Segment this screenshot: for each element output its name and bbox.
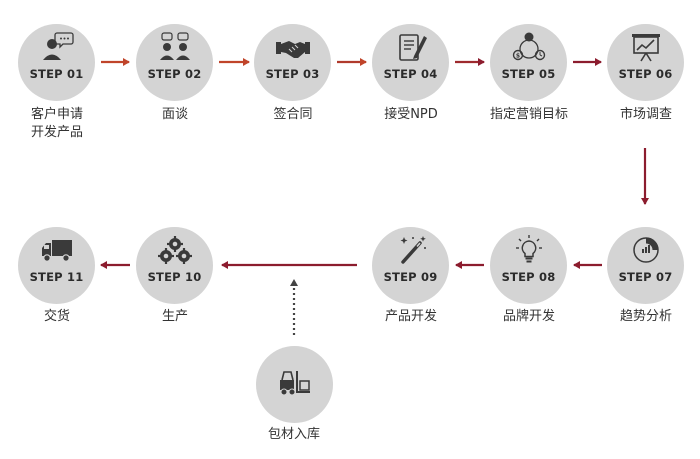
handshake-icon — [275, 32, 310, 62]
interview-icon — [158, 32, 192, 62]
step-07-number: STEP 07 — [618, 270, 673, 284]
step-03-node: STEP 03 — [254, 24, 331, 101]
step-10-node: STEP 10 — [136, 227, 213, 304]
pie-chart-icon — [629, 235, 663, 265]
packaging-label: 包材入库 — [267, 427, 320, 442]
step-01-label: 客户申请 开发产品 — [30, 107, 83, 140]
customer-chat-icon — [40, 32, 74, 62]
forklift-icon — [278, 368, 312, 398]
step-05-number: STEP 05 — [501, 67, 556, 81]
step-05-node: $ STEP 05 — [490, 24, 567, 101]
presentation-board-icon — [629, 32, 663, 62]
step-06-label: 市场调查 — [619, 107, 672, 122]
step-03-number: STEP 03 — [265, 67, 320, 81]
step-11-label: 交货 — [43, 309, 70, 324]
gears-icon — [157, 235, 192, 265]
document-pen-icon — [394, 32, 428, 62]
step-07-label: 趋势分析 — [619, 309, 672, 324]
step-02-node: STEP 02 — [136, 24, 213, 101]
packaging-node — [256, 346, 333, 423]
step-04-label: 接受NPD — [384, 107, 438, 122]
step-11-node: STEP 11 — [18, 227, 95, 304]
step-08-label: 品牌开发 — [502, 309, 555, 324]
step-09-number: STEP 09 — [383, 270, 438, 284]
marketing-goal-icon: $ — [512, 32, 546, 62]
step-08-node: STEP 08 — [490, 227, 567, 304]
step-09-label: 产品开发 — [384, 309, 437, 324]
svg-text:$: $ — [515, 53, 519, 60]
step-07-node: STEP 07 — [607, 227, 684, 304]
step-06-number: STEP 06 — [618, 67, 673, 81]
step-10-number: STEP 10 — [147, 270, 202, 284]
step-08-number: STEP 08 — [501, 270, 556, 284]
step-11-number: STEP 11 — [29, 270, 84, 284]
magic-wand-icon — [394, 235, 428, 265]
step-06-node: STEP 06 — [607, 24, 684, 101]
step-02-number: STEP 02 — [147, 67, 202, 81]
step-03-label: 签合同 — [273, 107, 313, 122]
step-09-node: STEP 09 — [372, 227, 449, 304]
step-10-label: 生产 — [161, 309, 188, 324]
step-04-node: STEP 04 — [372, 24, 449, 101]
step-05-label: 指定营销目标 — [489, 107, 568, 122]
step-01-number: STEP 01 — [29, 67, 84, 81]
step-02-label: 面谈 — [161, 107, 188, 122]
step-04-number: STEP 04 — [383, 67, 438, 81]
step-01-node: STEP 01 — [18, 24, 95, 101]
lightbulb-icon — [512, 235, 546, 265]
truck-icon — [40, 235, 74, 265]
